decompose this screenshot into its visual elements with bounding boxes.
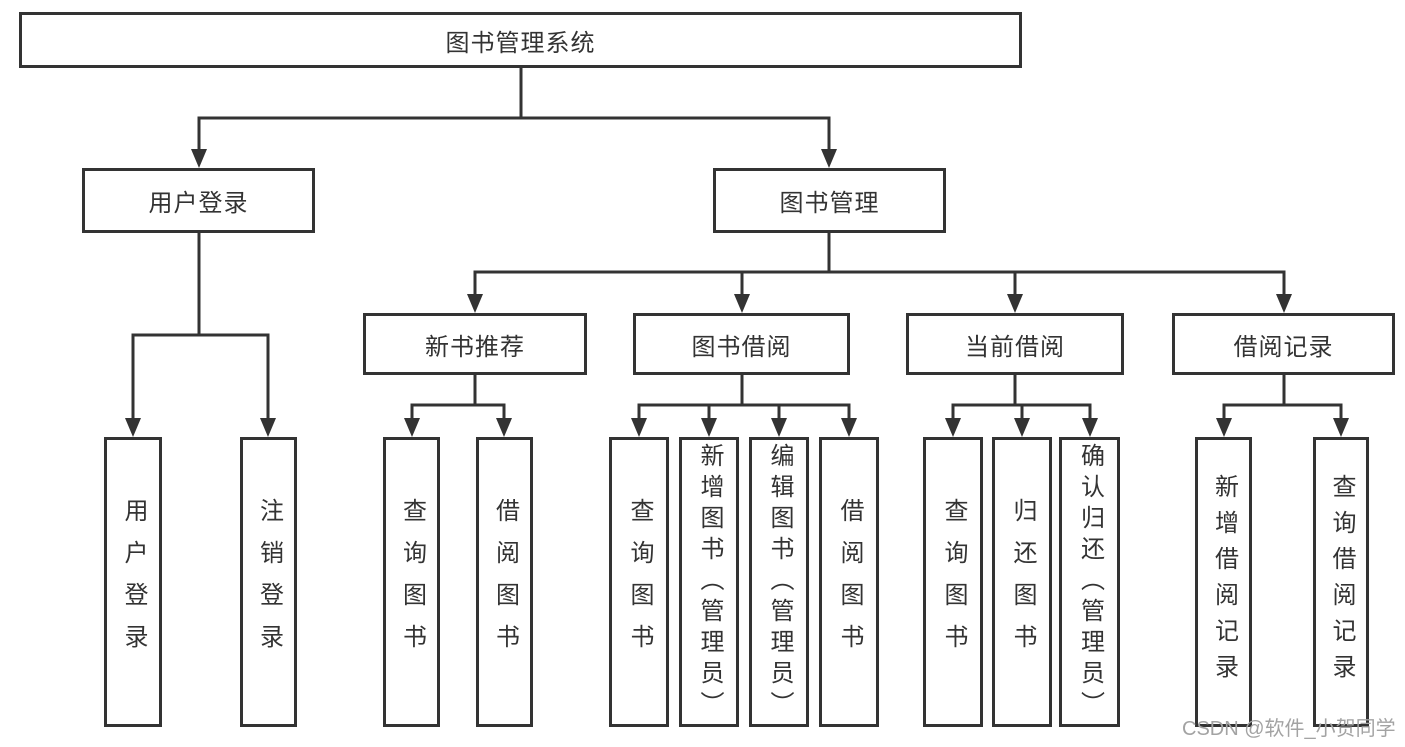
leaf-borrowing-query-books: 查询图书 [609, 437, 669, 727]
leaf-logout: 注销登录 [240, 437, 297, 727]
leaf-borrowing-edit-books-admin: 编辑图书（管理员） [749, 437, 809, 727]
leaf-recommend-borrow-books: 借阅图书 [476, 437, 533, 727]
node-new-book-recommendation: 新书推荐 [363, 313, 587, 375]
node-user-login: 用户登录 [82, 168, 315, 233]
csdn-watermark: CSDN @软件_小贺同学 [1182, 718, 1396, 740]
leaf-borrowing-add-books-admin: 新增图书（管理员） [679, 437, 739, 727]
leaf-recommend-query-books: 查询图书 [383, 437, 440, 727]
leaf-borrowing-borrow-books: 借阅图书 [819, 437, 879, 727]
node-book-management: 图书管理 [713, 168, 946, 233]
node-borrowing-records: 借阅记录 [1172, 313, 1395, 375]
leaf-records-query-record: 查询借阅记录 [1313, 437, 1369, 727]
leaf-current-query-books: 查询图书 [923, 437, 983, 727]
leaf-current-confirm-return-admin: 确认归还（管理员） [1059, 437, 1120, 727]
leaf-current-return-books: 归还图书 [992, 437, 1052, 727]
node-root-library-management-system: 图书管理系统 [19, 12, 1022, 68]
node-book-borrowing: 图书借阅 [633, 313, 850, 375]
node-current-borrowing: 当前借阅 [906, 313, 1124, 375]
leaf-user-login: 用户登录 [104, 437, 162, 727]
leaf-records-add-record: 新增借阅记录 [1195, 437, 1252, 727]
